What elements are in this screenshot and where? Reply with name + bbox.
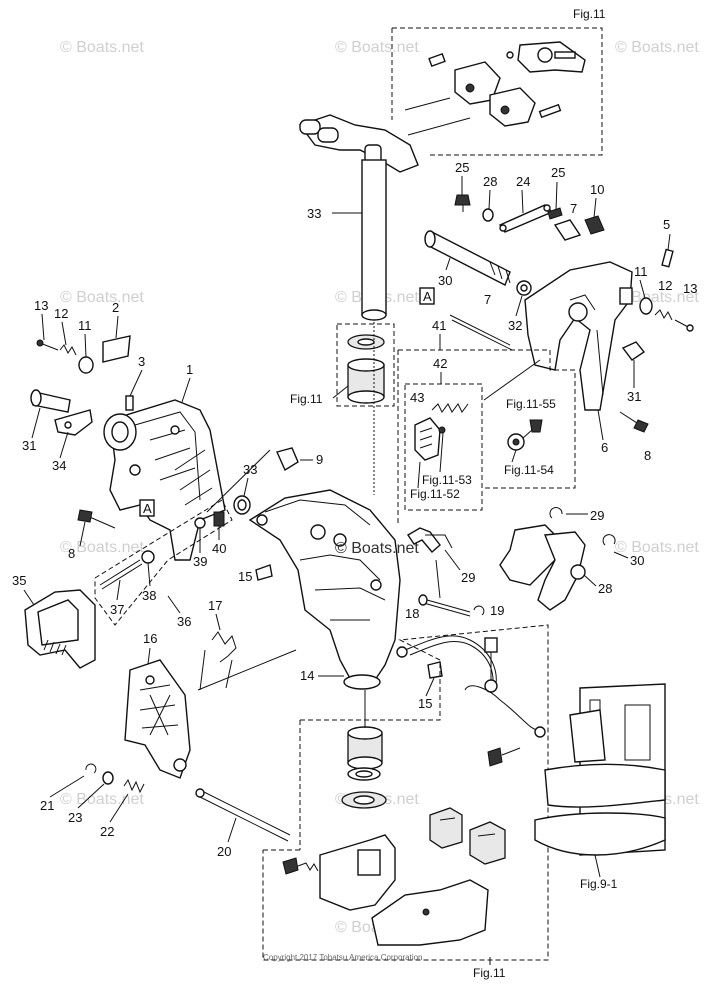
callout-2: 2: [112, 300, 119, 315]
callout-4: 6: [601, 440, 608, 455]
callout-22: 22: [100, 824, 114, 839]
watermark: © Boats.net: [615, 539, 699, 556]
callout-40: 40: [212, 541, 226, 556]
callout-39: 39: [193, 554, 207, 569]
callout-42: 42: [433, 356, 447, 371]
callout-21: 21: [40, 798, 54, 813]
callout-31: 30: [438, 273, 452, 288]
callout-8: 8: [644, 448, 651, 463]
bottom-detail-group: Fig.11 Copyright 2017 Tohatsu Americ: [262, 624, 549, 980]
rod-7: 7 A: [419, 287, 513, 351]
callout-17: 17: [208, 598, 222, 613]
steering-shaft: 33: [298, 114, 419, 321]
lower-unit-detail: Fig.9-1: [534, 683, 666, 891]
center-watermark: © Boats.net: [335, 540, 419, 557]
callout-11: 11: [634, 264, 648, 279]
callout-33: 32: [508, 318, 522, 333]
right-bushing: 30 32: [424, 230, 532, 333]
callout-30: 33: [307, 206, 321, 221]
callout-11-left: 11: [78, 318, 92, 333]
right-clamp-bracket: 6: [524, 261, 633, 455]
callout-12: 12: [658, 278, 672, 293]
callout-15: 15: [238, 569, 252, 584]
callout-16: 16: [143, 631, 157, 646]
fig-ref-11-52: Fig.11-52: [410, 487, 460, 501]
callout-3: 3: [138, 354, 145, 369]
callout-36: 36: [177, 614, 191, 629]
callout-35: 35: [12, 573, 26, 588]
callout-24: 24: [516, 174, 530, 189]
tilt-handle: 35: [12, 573, 96, 669]
callout-15b: 15: [418, 696, 432, 711]
left-detail-group: Fig.11: [290, 323, 395, 407]
callout-20: 20: [217, 844, 231, 859]
callout-31-left: 31: [22, 438, 36, 453]
callout-7: 7: [484, 292, 491, 307]
callout-28b: 30: [630, 553, 644, 568]
callout-26: 28: [483, 174, 497, 189]
top-detail-group: Fig.11: [391, 7, 606, 156]
hardware-9-33: 9 33: [206, 447, 323, 515]
watermark: © Boats.net: [335, 39, 419, 56]
callout-18: 18: [405, 606, 419, 621]
callout-1: 1: [186, 362, 193, 377]
lower-tilt-bracket: 16 17 20 21 23 22: [40, 598, 297, 859]
callout-28: 29: [590, 508, 604, 523]
ref-box-a-right: A: [423, 289, 432, 304]
callout-41: 41: [432, 318, 446, 333]
ref-box-a-left: A: [143, 501, 152, 516]
fig-ref-11-55: Fig.11-55: [506, 397, 556, 411]
callout-9: 9: [316, 452, 323, 467]
callout-29: 29: [461, 570, 475, 585]
callout-6: 7: [570, 201, 577, 216]
callout-27: 28: [598, 581, 612, 596]
fig-ref-bottom: Fig.11: [473, 966, 506, 980]
callout-37: 37: [110, 602, 124, 617]
callout-10: 10: [590, 182, 604, 197]
lock-group: 41 42 43 Fig.11-53 Fig.11-52 Fig.11-55 F…: [397, 318, 576, 525]
callout-12-left: 12: [54, 306, 68, 321]
callout-5: 5: [663, 217, 670, 232]
watermark: © Boats.net: [615, 289, 699, 306]
watermark: © Boats.net: [60, 539, 144, 556]
fig-ref-top: Fig.11: [573, 7, 606, 21]
fig-ref-11-54: Fig.11-54: [504, 463, 554, 477]
callout-25: 25: [455, 160, 469, 175]
left-bracket-hardware: 13 12 11 2 3 31 34 8: [22, 298, 145, 561]
callout-14: 14: [300, 668, 314, 683]
callout-32: 31: [627, 389, 641, 404]
watermark: © Boats.net: [60, 791, 144, 808]
watermark-layer: © Boats.net © Boats.net © Boats.net © Bo…: [60, 39, 699, 936]
callout-13-left: 13: [34, 298, 48, 313]
callout-25b: 25: [551, 165, 565, 180]
tilt-stopper-group: 37 38 39 40 36: [94, 499, 233, 629]
callout-43: 43: [410, 390, 424, 405]
callout-19: 19: [490, 603, 504, 618]
callout-23: 23: [68, 810, 82, 825]
tilt-lever: 28 29 30: [499, 507, 644, 611]
fig-ref-11-53: Fig.11-53: [422, 473, 472, 487]
tilt-lock-parts: 29 18 19: [405, 527, 504, 621]
fig-ref-left: Fig.11: [290, 392, 323, 406]
callout-8-left: 8: [68, 546, 75, 561]
watermark: © Boats.net: [60, 289, 144, 306]
swivel-bracket: 14 15 15 © Boats.net: [238, 489, 443, 711]
fig-ref-9-1: Fig.9-1: [580, 877, 618, 891]
callout-13: 13: [683, 281, 697, 296]
watermark: © Boats.net: [60, 39, 144, 56]
callout-34: 34: [52, 458, 66, 473]
copyright-text: Copyright 2017 Tohatsu America Corporati…: [263, 953, 423, 962]
callout-38: 38: [142, 588, 156, 603]
watermark: © Boats.net: [615, 39, 699, 56]
left-clamp-bracket: 1 A: [103, 362, 226, 561]
right-bracket-hardware: 25 28 24 25 7 10 5 11 12 13: [454, 160, 697, 463]
